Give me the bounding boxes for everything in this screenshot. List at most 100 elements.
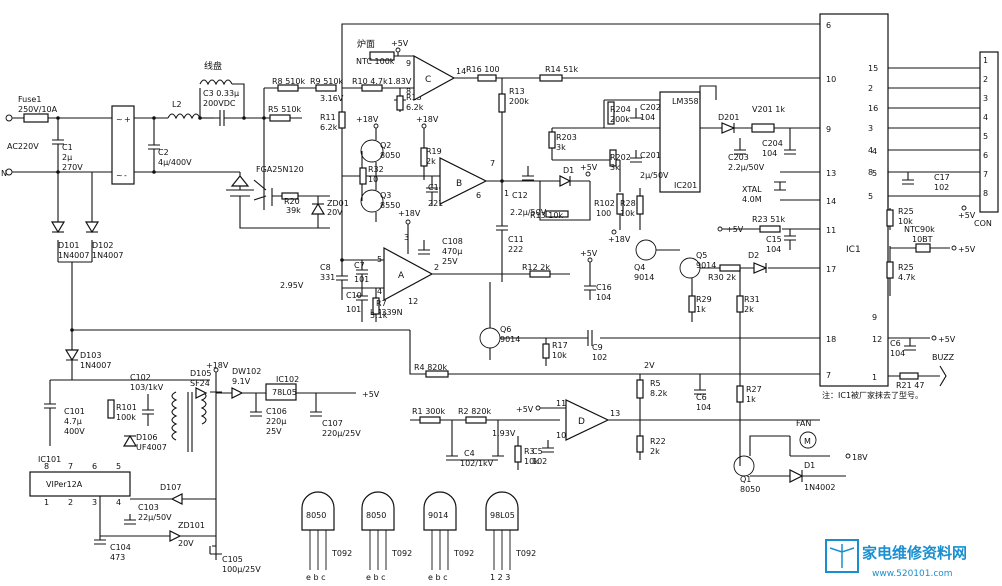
xtal-value: 4.0M [742, 195, 762, 204]
to92-body [485, 491, 519, 531]
package-pins: e b c [306, 573, 325, 582]
connector-con [979, 51, 999, 213]
bridge-rectifier [111, 105, 135, 185]
svg-text:10: 10 [556, 431, 566, 440]
c14-label: C14 [428, 183, 444, 192]
d3-value: 1N4002 [804, 483, 835, 492]
ic1-label: IC1 [846, 245, 861, 255]
lm358-section: LM358 IC201 R204 200k C202 104 R203 3k R… [548, 85, 820, 244]
buzz-label: BUZZ [932, 353, 955, 362]
r27-label: R27 [746, 385, 762, 394]
book-logo-icon [825, 539, 859, 573]
c107-label: C107 [322, 419, 343, 428]
dw102-zener [231, 387, 244, 399]
c202-value: 104 [640, 113, 655, 122]
package-leads [309, 530, 327, 570]
r22-label: R22 [650, 437, 666, 446]
q2-label: Q2 [380, 141, 391, 150]
c106-label: C106 [266, 407, 287, 416]
d103-diode [64, 349, 80, 362]
r202-label: R202 [610, 153, 631, 162]
damper-diode [230, 175, 250, 187]
fan-motor [799, 431, 817, 449]
r17-label: R17 [552, 341, 568, 350]
q1-label: Q1 [740, 475, 751, 484]
c204-value: 104 [762, 149, 777, 158]
r19-value: 2k [426, 157, 436, 166]
v18-psu: +18V [206, 361, 229, 370]
r5b-value: 8.2k [650, 389, 668, 398]
v193-label: 1.93V [492, 429, 516, 438]
c201-value: 2μ/50V [640, 171, 669, 180]
r3-value: 10k [524, 457, 539, 466]
c6b-value: 104 [696, 403, 711, 412]
coil-label: 线盘 [204, 60, 222, 72]
package-type: T092 [391, 549, 412, 558]
con-ic-pin: 2 [868, 84, 873, 93]
zd01-label: ZD01 [327, 199, 349, 208]
ic1-pin-label: 4 [872, 147, 877, 156]
ic1-pin-label: 5 [872, 169, 877, 178]
r32-value: 10 [368, 175, 378, 184]
q3-transistor [360, 189, 384, 213]
q6-value: 9014 [500, 335, 520, 344]
ntc-label: NTC 100k [356, 57, 395, 66]
r13-label: R13 [509, 87, 525, 96]
d107-label: D107 [160, 483, 181, 492]
c108-value: 470μ [442, 247, 462, 256]
r32-label: R32 [368, 165, 384, 174]
comparator-a [383, 246, 434, 302]
transformer-primary [171, 391, 178, 441]
package-pins: e b c [428, 573, 447, 582]
r15-value: 6.2k [406, 103, 424, 112]
c101-value: 4.7μ [64, 417, 82, 426]
c11-value: 222 [508, 245, 523, 254]
zd01-zener [310, 202, 326, 215]
c6b-label: C6 [696, 393, 707, 402]
r8-label: R8 510k [272, 77, 305, 86]
zd01-value: 20V [327, 208, 343, 217]
c10-value: 101 [346, 305, 361, 314]
ic1-pin-label: 6 [826, 21, 831, 30]
plate-label: 炉面 [357, 38, 375, 50]
d101-value: 1N4007 [58, 251, 89, 260]
c9-value: 102 [592, 353, 607, 362]
con-pin: 4 [983, 113, 988, 122]
viper-pin: 6 [92, 462, 97, 471]
package-type: T092 [331, 549, 352, 558]
ic101-label: IC101 [38, 455, 61, 464]
r14-label: R14 51k [545, 65, 578, 74]
c204-label: C204 [762, 139, 783, 148]
r13b-label: R13 10k [530, 211, 563, 220]
comp-d-label: D [578, 417, 585, 427]
r11-label: R11 [320, 113, 336, 122]
to92-body [423, 491, 457, 531]
svg-text:13: 13 [610, 409, 620, 418]
package-leads [431, 530, 449, 570]
fuse-rating: 250V/10A [18, 105, 58, 114]
fuse-label: Fuse1 [18, 95, 41, 104]
r16-label: R16 100 [466, 65, 500, 74]
c1-label: C1 [62, 143, 73, 152]
c1-value: 2μ [62, 153, 72, 162]
transformer-secondary [200, 391, 207, 425]
package-part: 8050 [366, 511, 386, 520]
ntc90-label: NTC90k [904, 225, 935, 234]
v2-label: 2V [644, 361, 655, 370]
igbt-label: FGA25N120 [256, 165, 304, 174]
c10-label: C10 [346, 291, 362, 300]
ic1-note: 注：IC1被厂家抹去了型号。 [822, 390, 923, 400]
fuse-symbol [23, 113, 49, 123]
c5-value: 102 [532, 457, 547, 466]
c15-label: C15 [766, 235, 782, 244]
comparator-d [565, 399, 610, 441]
d1-label: D1 [563, 166, 574, 175]
v5-c16: +5V [580, 249, 598, 258]
r7-label: R7 [376, 299, 387, 308]
q5-value: 9014 [696, 261, 716, 270]
watermark-url: www.520101.com [872, 569, 953, 579]
r25a-value: 10k [898, 217, 913, 226]
r23-label: R23 51k [752, 215, 785, 224]
r102-label: R102 [594, 199, 615, 208]
